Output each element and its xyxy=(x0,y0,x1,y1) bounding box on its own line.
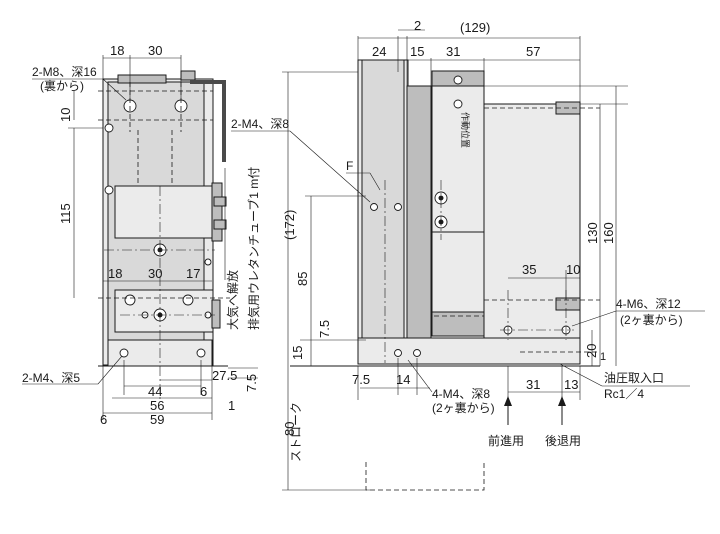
right-dim-1: 1 xyxy=(600,351,606,363)
left-dim-18-mid: 18 xyxy=(108,266,122,281)
callout-m6-two-back: (2ヶ裏から) xyxy=(620,312,683,327)
f-label: F xyxy=(346,159,353,173)
left-dim-10: 10 xyxy=(58,108,73,122)
left-hole-e xyxy=(124,294,136,306)
left-hole-h xyxy=(204,258,212,266)
left-hole-m4-1 xyxy=(119,348,129,358)
right-view: 2 (129) 24 15 31 57 2-M4、深8 F (172) 85 7… xyxy=(231,18,705,491)
forward-label: 前進用 xyxy=(488,433,524,448)
right-slide xyxy=(431,85,485,233)
left-dim-18-top: 18 xyxy=(110,43,124,58)
left-hole-b xyxy=(104,185,114,195)
left-dim-6-right: 6 xyxy=(200,384,207,399)
left-top-cap xyxy=(180,70,196,81)
left-fitting-1 xyxy=(213,196,227,207)
right-dim-85: 85 xyxy=(295,272,310,286)
left-dim-56: 56 xyxy=(150,398,164,413)
right-plate-inner xyxy=(361,59,405,364)
right-dim-160: 160 xyxy=(601,222,616,244)
right-dim-31-bottom: 31 xyxy=(526,377,540,392)
left-mid-block xyxy=(114,185,214,239)
left-hole-f xyxy=(182,294,194,306)
right-dim-14: 14 xyxy=(396,372,410,387)
right-dim-15-v: 15 xyxy=(290,346,305,360)
left-tube xyxy=(190,80,226,162)
tube-note-exhaust: 排気用ウレタンチューブ1 m付 xyxy=(246,167,261,330)
left-hole-a xyxy=(104,123,114,133)
right-jaw xyxy=(483,103,581,350)
left-view: 18 30 2-M8、深16 (裏から) 10 115 18 30 17 2-M… xyxy=(22,43,261,427)
callout-right-m4-depth8: 2-M4、深8 xyxy=(231,117,289,131)
callout-m4-4-depth8: 4-M4、深8 xyxy=(432,387,490,401)
callout-m8-depth16: 2-M8、深16 xyxy=(32,65,97,79)
right-dim-172: (172) xyxy=(282,210,297,240)
rc-label: Rc1／4 xyxy=(604,387,644,401)
callout-m4-two-back: (2ヶ裏から) xyxy=(432,400,495,415)
backward-label: 後退用 xyxy=(545,434,581,448)
right-dim-129: (129) xyxy=(460,20,490,35)
oil-inlet-label: 油圧取入口 xyxy=(604,371,664,385)
left-dim-115: 115 xyxy=(58,203,73,224)
right-dim-7-5-bottom: 7.5 xyxy=(352,372,370,387)
left-dim-7-5-side: 7.5 xyxy=(244,374,259,392)
left-mid-side xyxy=(211,182,223,242)
right-dim-2: 2 xyxy=(414,18,421,33)
right-column xyxy=(406,85,432,364)
callout-m4-depth5: 2-M4、深5 xyxy=(22,371,80,385)
left-top-plate xyxy=(117,74,167,84)
left-dim-27-5: 27.5 xyxy=(212,368,237,383)
stroke-80: 80 xyxy=(282,422,297,436)
left-hole-m4-2 xyxy=(196,348,206,358)
callout-m8-from-back: (裏から) xyxy=(40,78,84,93)
left-fitting-2 xyxy=(213,219,227,230)
stroke-label: ストローク xyxy=(289,402,303,462)
right-dim-57: 57 xyxy=(526,44,540,59)
left-dim-1: 1 xyxy=(228,398,235,413)
right-dim-10: 10 xyxy=(566,262,580,277)
left-dim-17-mid: 17 xyxy=(186,266,200,281)
left-dim-44: 44 xyxy=(148,384,162,399)
side-engraving: 作動位置 xyxy=(460,112,471,148)
right-base xyxy=(357,337,581,365)
callout-m6-depth12: 4-M6、深12 xyxy=(616,297,681,311)
right-dim-20: 20 xyxy=(584,344,599,358)
left-dim-30-mid: 30 xyxy=(148,266,162,281)
right-dim-31-top: 31 xyxy=(446,44,460,59)
right-dim-24: 24 xyxy=(372,44,386,59)
right-dim-7-5: 7.5 xyxy=(317,320,332,338)
left-dim-59: 59 xyxy=(150,412,164,427)
right-dim-15: 15 xyxy=(410,44,424,59)
left-dim-6-left: 6 xyxy=(100,412,107,427)
left-dim-30-top: 30 xyxy=(148,43,162,58)
left-slide-side xyxy=(211,299,221,329)
tube-note-release: 大気へ解放 xyxy=(225,270,240,330)
right-dim-130: 130 xyxy=(585,222,600,244)
right-slide-lower xyxy=(431,231,485,313)
right-dim-35: 35 xyxy=(522,262,536,277)
right-dim-13: 13 xyxy=(564,377,578,392)
